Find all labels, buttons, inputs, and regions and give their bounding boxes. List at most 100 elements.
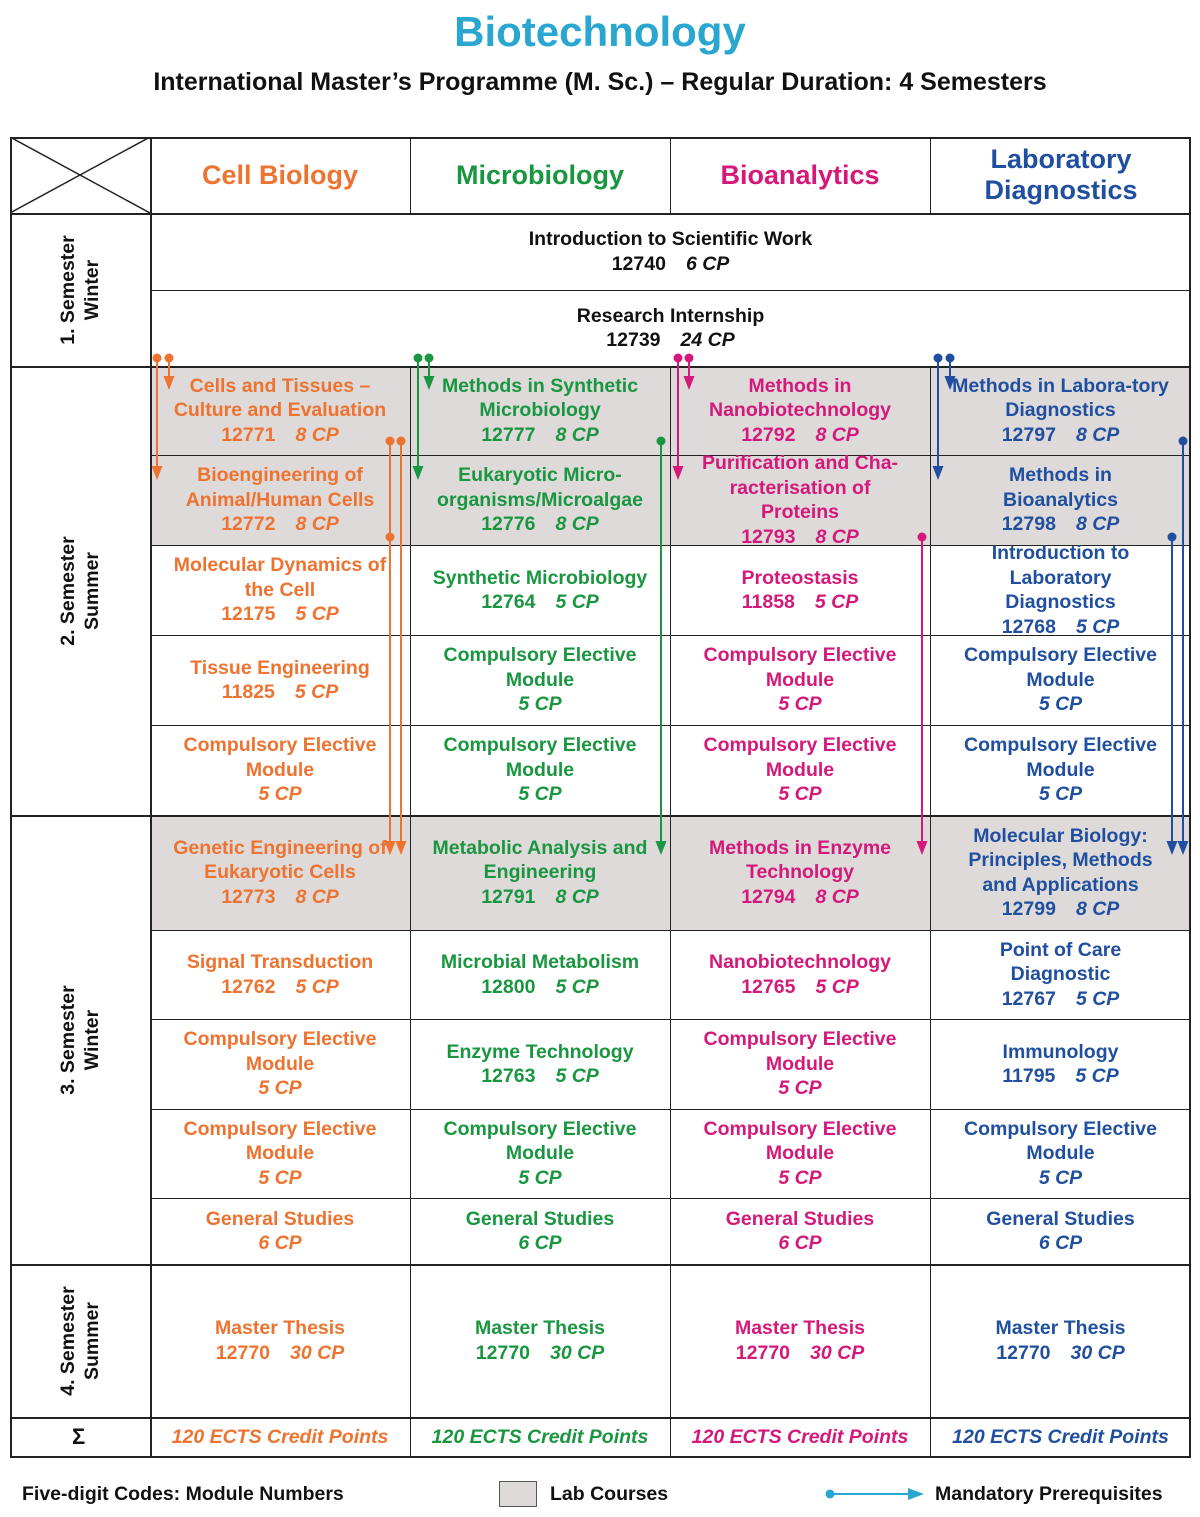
module-name: Methods in Synthetic Microbiology bbox=[441, 374, 639, 422]
total-laboratory-diagnostics: 120 ECTS Credit Points bbox=[952, 1425, 1169, 1448]
grid-major-row-line bbox=[10, 815, 1191, 817]
module-name: Compulsory Elective Module bbox=[183, 1117, 377, 1165]
module-code-cp: 5 CP bbox=[518, 692, 561, 717]
module-code-cp: 5 CP bbox=[518, 1166, 561, 1191]
module-code: 12791 bbox=[481, 885, 536, 908]
prerequisite-arrow-cell bbox=[163, 353, 175, 390]
module-credit-points: 5 CP bbox=[778, 693, 822, 716]
module-credit-points: 5 CP bbox=[555, 975, 599, 998]
module-credit-points: 5 CP bbox=[258, 1077, 302, 1100]
module-cell-bio: Purification and Cha-racterisation of Pr… bbox=[670, 452, 930, 548]
prerequisite-arrow-micro bbox=[412, 353, 424, 480]
module-credit-points: 5 CP bbox=[778, 1166, 822, 1189]
module-code-cp: 5 CP bbox=[778, 1166, 821, 1191]
total-microbiology: 120 ECTS Credit Points bbox=[431, 1425, 649, 1448]
module-credit-points: 30 CP bbox=[1070, 1341, 1125, 1364]
grid-column-line bbox=[670, 366, 672, 1457]
module-credit-points: 5 CP bbox=[778, 783, 822, 806]
prerequisite-arrow-lab bbox=[932, 353, 944, 480]
module-name: Compulsory Elective Module bbox=[703, 644, 897, 691]
column-header-bioanalytics: Bioanalytics bbox=[720, 159, 880, 190]
module-credit-points: 5 CP bbox=[555, 1065, 599, 1087]
sum-symbol: Σ bbox=[72, 1424, 86, 1449]
grid-major-row-line bbox=[10, 1264, 1191, 1266]
module-name: Master Thesis bbox=[214, 1317, 346, 1339]
module-name: Molecular Biology: Principles, Methods a… bbox=[968, 824, 1153, 896]
module-credit-points: 5 CP bbox=[778, 1077, 822, 1100]
grid-row-line bbox=[150, 1109, 1191, 1111]
module-credit-points: 8 CP bbox=[1075, 898, 1120, 920]
module-code-cp: 5 CP bbox=[518, 782, 561, 807]
module-name: Compulsory Elective Module bbox=[964, 734, 1157, 781]
module-name: Methods in Nanobiotechnology bbox=[709, 374, 891, 422]
module-name: Compulsory Elective Module bbox=[443, 734, 637, 781]
module-name: General Studies bbox=[725, 1207, 875, 1230]
grid-column-line bbox=[930, 366, 932, 1457]
module-credit-points: 8 CP bbox=[815, 885, 859, 908]
module-code: 12762 bbox=[221, 975, 276, 998]
module-name: Proteostasis bbox=[741, 566, 859, 589]
module-name: Methods in Enzyme Technology bbox=[708, 836, 892, 884]
module-code-cp: 12175 5 CP bbox=[221, 602, 339, 627]
grid-row-line bbox=[150, 635, 1191, 637]
module-code-cp: 6 CP bbox=[518, 1231, 561, 1256]
module-name: Microbial Metabolism bbox=[440, 951, 640, 973]
module-name: General Studies bbox=[986, 1207, 1135, 1230]
module-credit-points: 8 CP bbox=[1075, 513, 1120, 536]
module-credit-points: 6 CP bbox=[1038, 1232, 1083, 1254]
module-code: 12768 bbox=[1001, 615, 1056, 638]
module-credit-points: 8 CP bbox=[555, 513, 599, 536]
module-code-cp: 12794 8 CP bbox=[741, 885, 859, 910]
module-name: Molecular Dynamics of the Cell bbox=[173, 554, 387, 601]
grid-column-line bbox=[930, 137, 932, 213]
module-name: Metabolic Analysis and Engineering bbox=[432, 836, 648, 884]
module-code: 12764 bbox=[481, 591, 536, 613]
module-name: Compulsory Elective Module bbox=[443, 1117, 637, 1165]
module-credit-points: 5 CP bbox=[258, 783, 302, 806]
module-code: 12175 bbox=[221, 603, 276, 626]
module-cell-lab: Molecular Biology: Principles, Methods a… bbox=[930, 815, 1191, 930]
module-name: Methods in Bioanalytics bbox=[1003, 464, 1118, 511]
module-credit-points: 8 CP bbox=[295, 513, 339, 536]
grid-semester-column-line bbox=[150, 137, 152, 1457]
module-code: 11858 bbox=[741, 591, 795, 613]
legend-lab-courses: Lab Courses bbox=[550, 1483, 669, 1505]
module-code: 12798 bbox=[1001, 513, 1056, 536]
module-code: 12773 bbox=[221, 885, 276, 908]
prerequisite-arrow-bio bbox=[672, 353, 684, 480]
module-credit-points: 8 CP bbox=[815, 525, 859, 548]
module-code-cp: 6 CP bbox=[258, 1231, 301, 1256]
grid-column-line bbox=[670, 137, 672, 213]
grid-border-top bbox=[10, 137, 1191, 139]
module-credit-points: 5 CP bbox=[1075, 987, 1120, 1010]
grid-border-right bbox=[1189, 137, 1191, 1457]
module-name: Cells and Tissues – Culture and Evaluati… bbox=[173, 374, 387, 422]
module-credit-points: 5 CP bbox=[295, 603, 339, 626]
grid-major-row-line bbox=[10, 1417, 1191, 1419]
module-code: 12794 bbox=[741, 885, 796, 908]
page-title: Biotechnology bbox=[454, 8, 746, 55]
grid-column-line bbox=[410, 366, 412, 1457]
module-code: 12772 bbox=[221, 513, 276, 536]
module-credit-points: 8 CP bbox=[1075, 423, 1120, 446]
